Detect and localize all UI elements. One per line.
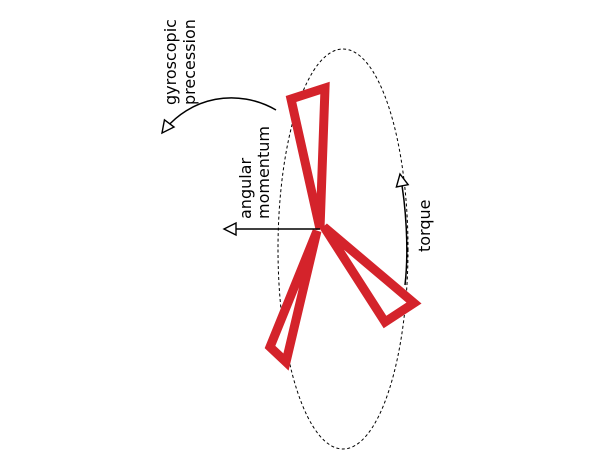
- torque-label: torque: [415, 200, 434, 253]
- momentum-label-line2: momentum: [254, 126, 273, 219]
- torque-arrow: [395, 172, 410, 286]
- rotor-blade-bottom-right: [320, 223, 422, 329]
- precession-arrow: [161, 97, 277, 135]
- rotor-blade-top: [285, 81, 330, 230]
- rotor: [264, 81, 422, 371]
- momentum-label-line1: angular: [236, 158, 255, 219]
- torque-label-text: torque: [415, 200, 434, 253]
- precession-label: gyroscopic precession: [161, 19, 199, 105]
- momentum-label: angular momentum: [236, 126, 273, 219]
- rotor-blade-bottom-left: [264, 229, 322, 371]
- precession-label-line2: precession: [180, 19, 199, 105]
- rotation-disc-ellipse: [277, 48, 409, 450]
- precession-label-line1: gyroscopic: [161, 19, 180, 105]
